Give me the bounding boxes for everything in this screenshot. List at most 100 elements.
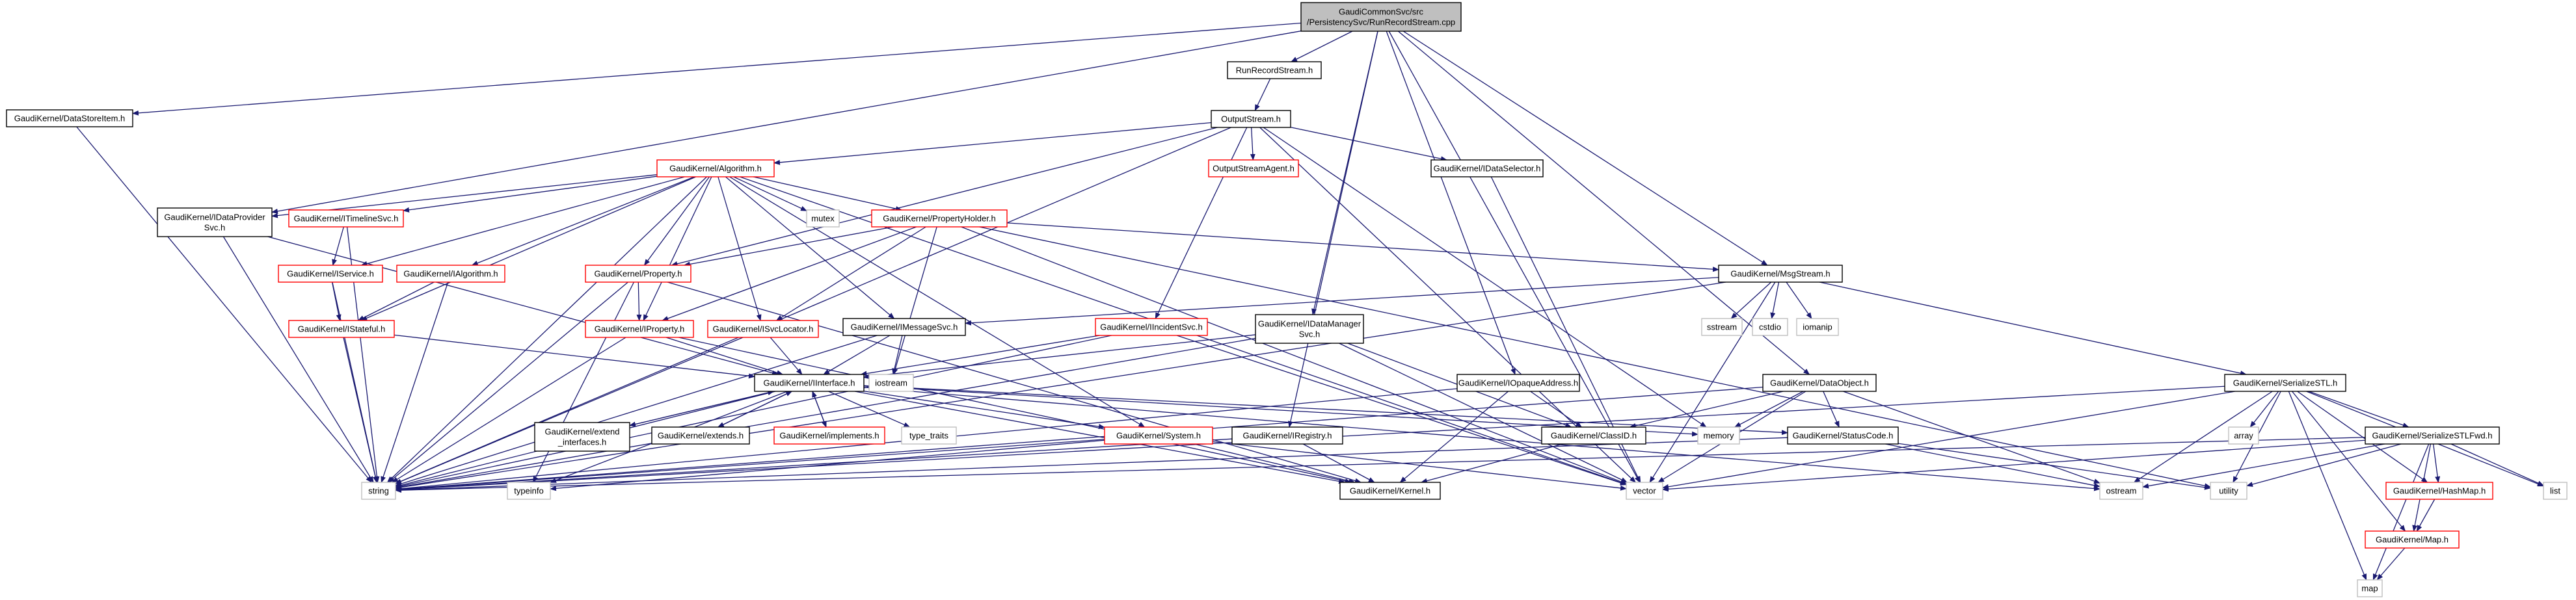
node-sstl[interactable]: GaudiKernel/SerializeSTL.h	[2224, 374, 2346, 392]
edge-alg-to-prop	[643, 176, 710, 266]
edge-root-to-rrs	[1291, 31, 1353, 62]
node-ext_if[interactable]: GaudiKernel/extend_interfaces.h	[534, 422, 630, 452]
node-prop[interactable]: GaudiKernel/Property.h	[585, 265, 691, 283]
node-dsi[interactable]: GaudiKernel/DataStoreItem.h	[6, 109, 133, 127]
node-map[interactable]: map	[2357, 579, 2383, 597]
node-iint[interactable]: GaudiKernel/IInterface.h	[754, 374, 865, 392]
edge-isl-to-string	[395, 337, 744, 484]
node-isf[interactable]: GaudiKernel/IStateful.h	[288, 320, 395, 338]
node-list[interactable]: list	[2543, 482, 2568, 500]
node-ialg[interactable]: GaudiKernel/IAlgorithm.h	[396, 265, 505, 283]
node-iprop[interactable]: GaudiKernel/IProperty.h	[585, 320, 694, 338]
node-os[interactable]: OutputStream.h	[1211, 110, 1291, 128]
edge-sstlf-to-utility	[2246, 443, 2402, 487]
node-label: GaudiKernel/ITimelineSvc.h	[294, 214, 399, 224]
edge-sstl-to-map_h	[2292, 391, 2406, 532]
node-kernel[interactable]: GaudiKernel/Kernel.h	[1339, 482, 1441, 500]
node-ioa[interactable]: GaudiKernel/IOpaqueAddress.h	[1456, 374, 1580, 392]
edge-iint-to-system	[863, 391, 1105, 430]
node-box	[585, 320, 694, 338]
node-label: cstdio	[1759, 322, 1781, 332]
node-ms[interactable]: GaudiKernel/MsgStream.h	[1718, 265, 1843, 283]
edge-iinc-to-vector	[1176, 335, 1627, 486]
edge-sstlf-to-list	[2450, 443, 2544, 486]
node-isvc[interactable]: GaudiKernel/IService.h	[278, 265, 383, 283]
node-map_h[interactable]: GaudiKernel/Map.h	[2365, 530, 2460, 549]
node-box	[2228, 426, 2259, 445]
node-ph[interactable]: GaudiKernel/PropertyHolder.h	[871, 209, 1008, 228]
node-utility[interactable]: utility	[2210, 482, 2247, 500]
node-typeinfo[interactable]: typeinfo	[507, 482, 551, 500]
node-alg[interactable]: GaudiKernel/Algorithm.h	[656, 159, 775, 177]
node-sc[interactable]: GaudiKernel/StatusCode.h	[1787, 426, 1899, 445]
node-imsg[interactable]: GaudiKernel/IMessageSvc.h	[842, 318, 966, 336]
node-label: map	[2361, 584, 2378, 593]
edge-its-to-isvc	[332, 226, 344, 266]
edge-iint-to-ostream	[863, 387, 2100, 491]
edge-hashmap-to-map_h	[2416, 499, 2435, 532]
node-label: GaudiKernel/extends.h	[658, 431, 744, 441]
edge-alg-to-ialg	[471, 176, 695, 266]
node-vector[interactable]: vector	[1626, 482, 1663, 500]
node-box	[1211, 110, 1291, 128]
node-isl[interactable]: GaudiKernel/ISvcLocator.h	[707, 320, 819, 338]
node-mutex[interactable]: mutex	[806, 209, 840, 228]
node-label: GaudiKernel/IProperty.h	[595, 324, 685, 334]
node-ostream[interactable]: ostream	[2099, 482, 2143, 500]
edge-ireg-to-kernel	[1302, 443, 1375, 483]
edge-dobj-to-clid	[1629, 391, 1784, 428]
node-label: type_traits	[909, 431, 948, 441]
node-label: GaudiKernel/IIncidentSvc.h	[1100, 322, 1203, 332]
node-iomanip[interactable]: iomanip	[1796, 318, 1839, 336]
node-hashmap[interactable]: GaudiKernel/HashMap.h	[2385, 482, 2493, 500]
edge-sstl-to-hashmap	[2297, 391, 2428, 483]
node-sstream[interactable]: sstream	[1701, 318, 1743, 336]
node-array[interactable]: array	[2228, 426, 2259, 445]
node-rrs[interactable]: RunRecordStream.h	[1227, 61, 1322, 79]
edge-dobj-to-ostream	[1843, 391, 2100, 484]
node-memory[interactable]: memory	[1697, 426, 1740, 445]
node-box	[361, 482, 396, 500]
node-label: GaudiKernel/implements.h	[779, 431, 879, 441]
node-label: Svc.h	[1299, 330, 1321, 339]
node-iostream[interactable]: iostream	[868, 374, 914, 392]
node-ids[interactable]: GaudiKernel/IDataSelector.h	[1430, 159, 1544, 177]
node-label: GaudiKernel/Map.h	[2376, 535, 2449, 545]
node-cstdio[interactable]: cstdio	[1752, 318, 1788, 336]
node-box	[1231, 426, 1343, 445]
node-extends[interactable]: GaudiKernel/extends.h	[651, 426, 750, 445]
node-label: GaudiKernel/IRegistry.h	[1242, 431, 1332, 441]
edge-isf-to-iint	[394, 334, 755, 379]
node-impl[interactable]: GaudiKernel/implements.h	[773, 426, 885, 445]
node-string[interactable]: string	[361, 482, 396, 500]
node-osa[interactable]: OutputStreamAgent.h	[1208, 159, 1299, 177]
edge-root-to-ireg	[1287, 31, 1378, 428]
node-label: GaudiKernel/IMessageSvc.h	[851, 322, 958, 332]
edge-sc-to-utility	[1898, 443, 2211, 490]
edge-os-to-iinc	[1155, 127, 1248, 319]
node-box	[2543, 482, 2568, 500]
edge-ioa-to-kernel	[1399, 391, 1509, 483]
edge-ms-to-string	[395, 281, 1726, 490]
node-dobj[interactable]: GaudiKernel/DataObject.h	[1762, 374, 1877, 392]
node-iinc[interactable]: GaudiKernel/IIncidentSvc.h	[1095, 318, 1208, 336]
edge-os-to-memory	[1263, 127, 1707, 428]
edge-clid-to-kernel	[1420, 443, 1563, 484]
node-box	[6, 109, 133, 127]
node-clid[interactable]: GaudiKernel/ClassID.h	[1541, 426, 1646, 445]
node-sstlf[interactable]: GaudiKernel/SerializeSTLFwd.h	[2365, 426, 2500, 445]
node-label: GaudiKernel/System.h	[1116, 431, 1201, 441]
edge-ms-to-imsg	[965, 277, 1719, 326]
edge-iprop-to-string	[392, 337, 626, 483]
node-typetraits[interactable]: type_traits	[901, 426, 957, 445]
node-ireg[interactable]: GaudiKernel/IRegistry.h	[1231, 426, 1343, 445]
edge-isl-to-iint	[770, 337, 803, 375]
edge-ioa-to-clid	[1530, 391, 1583, 428]
node-label: /PersistencySvc/RunRecordStream.cpp	[1307, 18, 1455, 27]
node-system[interactable]: GaudiKernel/System.h	[1104, 426, 1213, 445]
node-root[interactable]: GaudiCommonSvc/src/PersistencySvc/RunRec…	[1300, 2, 1462, 32]
node-box	[2365, 530, 2460, 549]
node-its[interactable]: GaudiKernel/ITimelineSvc.h	[288, 209, 404, 228]
